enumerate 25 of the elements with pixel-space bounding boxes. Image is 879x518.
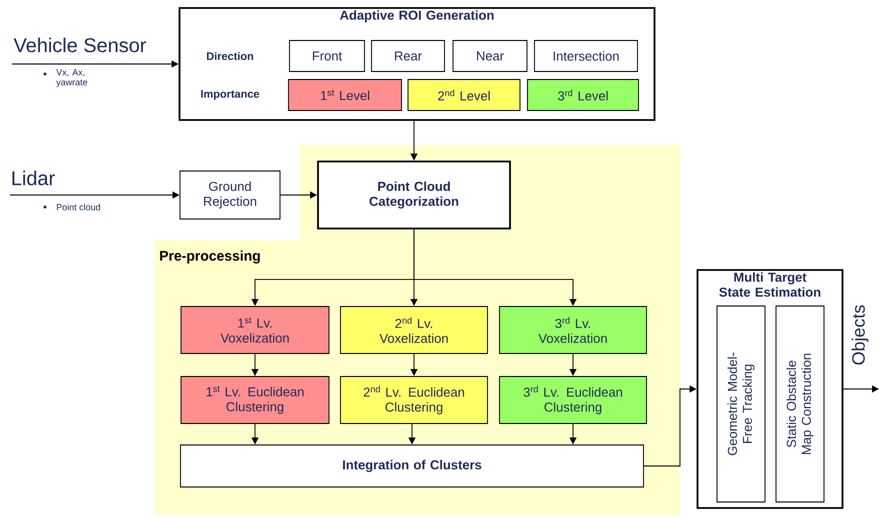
process-box: 3$^{rd}$ Lv. Euclidean Clustering bbox=[499, 376, 647, 424]
process-box: Geometric Model-Free Tracking bbox=[716, 306, 766, 502]
direction-box: Front bbox=[289, 40, 365, 72]
process-box: 2$^{nd}$ Lv. Voxelization bbox=[340, 306, 488, 354]
level-box: 2$^{nd}$ Level bbox=[408, 79, 520, 111]
process-box: 1$^{st}$ Lv. Voxelization bbox=[180, 306, 330, 354]
process-box: Ground Rejection bbox=[180, 170, 280, 220]
input-note: Point cloud bbox=[56, 204, 100, 210]
row-label: Importance bbox=[201, 90, 260, 100]
direction-box: Near bbox=[452, 40, 528, 72]
direction-box: Intersection bbox=[534, 40, 638, 72]
output-label: Objects bbox=[852, 305, 868, 365]
input-label: Lidar bbox=[12, 170, 55, 186]
input-note: Vx, Ax, yawrate bbox=[56, 69, 88, 88]
process-box: Integration of Clusters bbox=[180, 444, 644, 488]
process-box: 1$^{st}$ Lv. Euclidean Clustering bbox=[180, 376, 330, 424]
process-box: Static Obstacle Map Construction bbox=[776, 306, 824, 502]
level-box: 1$^{st}$ Level bbox=[288, 79, 402, 111]
row-label: Direction bbox=[207, 52, 254, 60]
direction-box: Rear bbox=[371, 40, 445, 72]
process-box: Point Cloud Categorization bbox=[317, 160, 511, 230]
process-box: 3$^{rd}$ Lv. Voxelization bbox=[499, 306, 647, 354]
input-label: Vehicle Sensor bbox=[14, 38, 146, 52]
process-box: 2$^{nd}$ Lv. Euclidean Clustering bbox=[340, 376, 488, 424]
level-box: 3$^{rd}$ Level bbox=[527, 79, 639, 111]
